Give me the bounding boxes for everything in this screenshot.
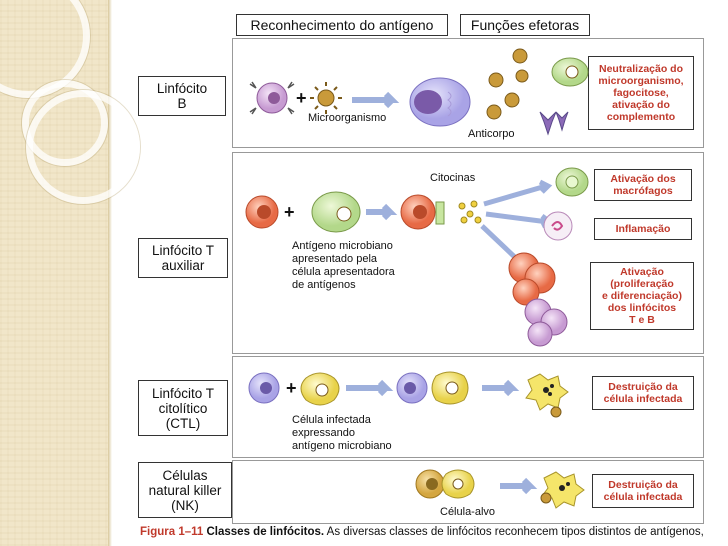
helper-t-cell-icon [245, 195, 279, 229]
arrow-icon [366, 203, 398, 221]
figure-text: As diversas classes de linfócitos reconh… [326, 526, 704, 538]
function-b-cell: Neutralização do microorganismo, fagocit… [588, 56, 694, 130]
dying-cell-icon [540, 471, 585, 509]
label-microorganism: Microorganismo [308, 112, 387, 124]
row-label-nk: Células natural killer (NK) [138, 462, 232, 518]
microbes-with-antibodies-icon [486, 48, 529, 120]
complement-icon [539, 111, 569, 136]
inflammation-cell-icon [543, 211, 573, 241]
row-label-b-cell: Linfócito B [138, 76, 226, 116]
figure-caption: Figura 1–11 Classes de linfócitos. As di… [140, 526, 704, 538]
label-antibody: Anticorpo [468, 128, 515, 140]
function-inflammation: Inflamação [594, 218, 692, 240]
sidebar-edge [108, 0, 112, 546]
microbe-icon [310, 82, 342, 114]
arrows-icon [480, 179, 555, 268]
ctl-killing-icon [396, 371, 469, 405]
svg-text:+: + [286, 378, 297, 398]
row-label-ctl: Linfócito T citolítico (CTL) [138, 380, 228, 436]
b-cell-icon [249, 81, 295, 115]
plasma-cell-icon [409, 77, 471, 127]
label-infected-cell: Célula infectada expressando antígeno mi… [292, 414, 392, 452]
header-recognition: Reconhecimento do antígeno [236, 14, 448, 36]
infected-cell-icon [300, 372, 340, 406]
label-cytokines: Citocinas [430, 172, 476, 184]
arrow-icon [346, 379, 394, 397]
dying-cell-icon [525, 373, 569, 418]
activated-macrophage-icon [555, 167, 589, 197]
figure-number: Figura 1–11 [140, 526, 204, 538]
svg-text:+: + [296, 88, 307, 108]
activated-helper-t-icon [400, 194, 445, 230]
function-activation: Ativação (proliferação e diferenciação) … [590, 262, 694, 330]
function-nk: Destruição da célula infectada [592, 474, 694, 508]
cytokines-icon [458, 200, 482, 224]
nk-cell-icon [415, 469, 475, 499]
label-antigen-presented: Antígeno microbiano apresentado pela cél… [292, 240, 395, 291]
macrophage-icon [551, 57, 589, 87]
function-ctl: Destruição da célula infectada [592, 376, 694, 410]
label-target-cell: Célula-alvo [440, 506, 496, 518]
decorative-ring-icon [26, 90, 140, 204]
antigen-presenting-cell-icon [311, 191, 361, 233]
row-label-helper-t: Linfócito T auxiliar [138, 238, 228, 278]
arrow-icon [500, 477, 538, 495]
function-macrophage: Ativação dos macrófagos [594, 169, 692, 201]
ctl-cell-icon [248, 372, 280, 404]
arrow-icon [482, 379, 520, 397]
lymphocyte-cluster-icon [508, 252, 568, 347]
svg-text:+: + [284, 202, 295, 222]
figure-title: Classes de linfócitos. [206, 526, 325, 538]
header-effector: Funções efetoras [460, 14, 590, 36]
arrow-icon [352, 91, 400, 109]
